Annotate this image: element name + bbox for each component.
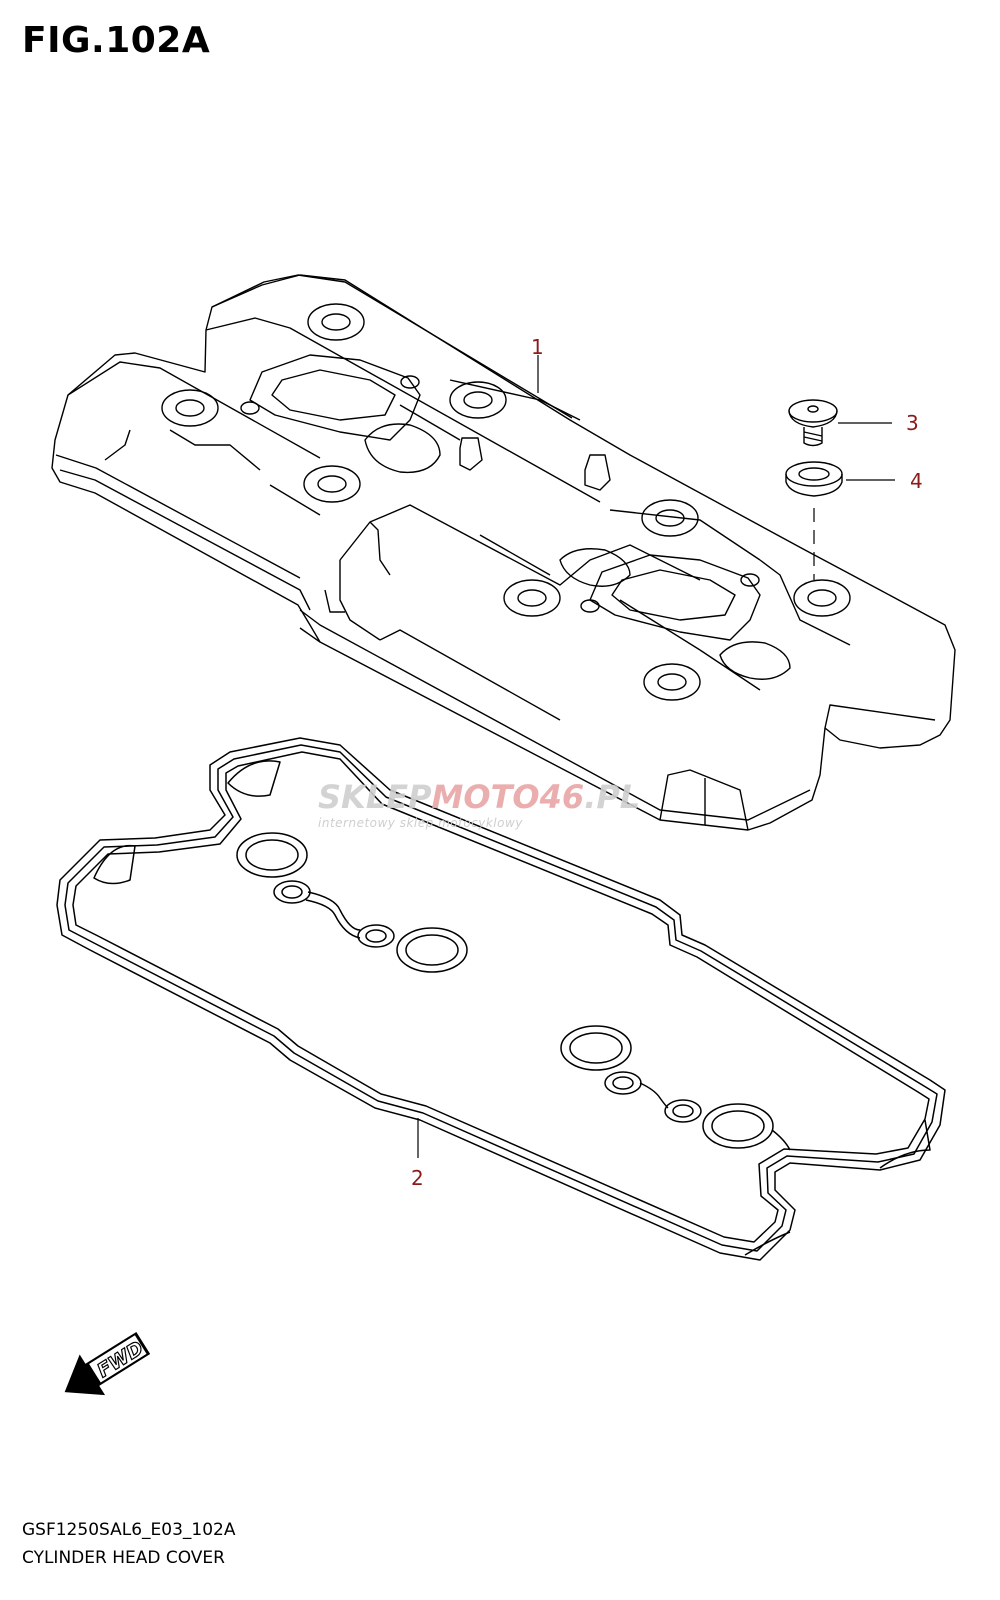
cylinder-head-cover-gasket[interactable] xyxy=(56,737,946,1261)
watermark-tagline: internetowy sklep motocyklowy xyxy=(318,816,523,830)
leader-lines xyxy=(417,355,895,1158)
breather-port xyxy=(240,354,761,641)
callout-4[interactable]: 4 xyxy=(910,469,923,493)
watermark-part1: SKLEP xyxy=(318,778,432,816)
washer[interactable] xyxy=(785,461,843,497)
bolt[interactable] xyxy=(788,399,838,447)
figure-title: FIG.102A xyxy=(22,20,211,61)
watermark-part3: 46 xyxy=(539,778,585,816)
figure-caption: CYLINDER HEAD COVER xyxy=(22,1548,225,1568)
fwd-arrow-icon: FWD xyxy=(64,1331,151,1396)
watermark-part4: .PL xyxy=(584,778,640,816)
callout-3[interactable]: 3 xyxy=(906,411,919,435)
bolt-boss xyxy=(161,303,851,701)
callout-1[interactable]: 1 xyxy=(531,335,544,359)
watermark: SKLEPMOTO46.PL internetowy sklep motocyk… xyxy=(318,778,640,830)
watermark-text: SKLEPMOTO46.PL xyxy=(318,778,640,816)
cylinder-head-cover[interactable] xyxy=(51,274,956,831)
callout-2[interactable]: 2 xyxy=(411,1166,424,1190)
figure-code: GSF1250SAL6_E03_102A xyxy=(22,1520,236,1540)
watermark-part2: MOTO xyxy=(432,778,540,816)
